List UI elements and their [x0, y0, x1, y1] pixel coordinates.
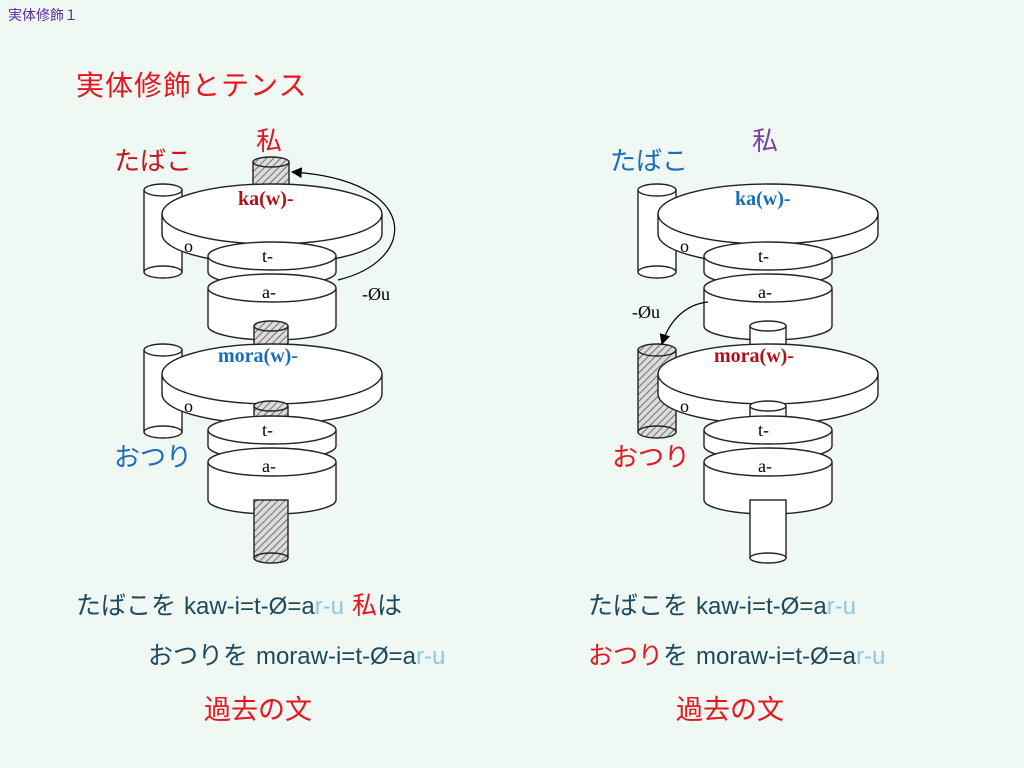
right-a-top: a- — [758, 282, 772, 302]
left-object-bottom: おつり — [114, 443, 192, 472]
left-s2-lat-b: r-u — [416, 643, 446, 670]
left-s2-jp: おつりを — [148, 641, 249, 670]
right-s1-jp: たばこを — [588, 591, 689, 620]
right-s1-lat-b: r-u — [826, 593, 857, 620]
right-sentence-1: たばこを kaw-i=t-Ø=ar-u — [588, 586, 856, 622]
right-s2-jp: を — [663, 641, 689, 670]
left-top-axle — [252, 156, 290, 187]
left-past-label: 過去の文 — [204, 695, 312, 726]
right-bottom-axle — [749, 499, 787, 564]
right-s2-lat-a: moraw-i=t-Ø=a — [695, 643, 857, 670]
left-a-bottom: a- — [262, 456, 276, 476]
left-disc-a-bottom — [207, 447, 337, 515]
right-object-top: たばこ — [610, 147, 688, 176]
left-object-top: たばこ — [114, 147, 192, 176]
right-verb-top: ka(w)- — [735, 188, 791, 210]
right-o-bottom: o — [680, 396, 689, 416]
left-subject: 私 — [256, 127, 282, 156]
right-past-label: 過去の文 — [676, 695, 784, 726]
left-sentence-1: たばこを kaw-i=t-Ø=ar-u 私は — [76, 586, 402, 622]
right-a-bottom: a- — [758, 456, 772, 476]
slide-title: 実体修飾とテンス — [76, 69, 308, 102]
left-o-top: o — [184, 236, 193, 256]
corner-label: 実体修飾１ — [8, 8, 78, 24]
left-verb-bottom: mora(w)- — [218, 345, 298, 367]
right-o-top: o — [680, 236, 689, 256]
right-disc-a-top — [703, 273, 833, 341]
left-o-bottom: o — [184, 396, 193, 416]
left-s1-lat-a: kaw-i=t-Ø=a — [183, 593, 315, 620]
left-bottom-axle — [253, 499, 289, 564]
right-null-u-arrow — [659, 301, 709, 346]
left-verb-top: ka(w)- — [238, 188, 294, 210]
left-s1-lat-b: r-u — [314, 593, 345, 620]
right-s2-lat-b: r-u — [856, 643, 886, 670]
right-verb-bottom: mora(w)- — [714, 345, 794, 367]
right-s2-head: おつり — [588, 641, 664, 670]
right-subject: 私 — [752, 127, 778, 156]
right-t-top: t- — [758, 246, 769, 266]
left-disc-moraw — [161, 343, 383, 425]
left-a-top: a- — [262, 282, 276, 302]
left-t-bottom: t- — [262, 420, 273, 440]
right-null-u: -Øu — [632, 302, 660, 322]
left-sentence-2: おつりを moraw-i=t-Ø=ar-u — [148, 636, 445, 672]
left-s1-jp: たばこを — [76, 591, 177, 620]
left-s1-topic: は — [377, 591, 403, 620]
right-s1-lat-a: kaw-i=t-Ø=a — [695, 593, 827, 620]
left-t-top: t- — [262, 246, 273, 266]
left-null-u-arrow — [290, 167, 396, 281]
right-object-bottom: おつり — [612, 443, 690, 472]
right-t-bottom: t- — [758, 420, 769, 440]
left-disc-a-top — [207, 273, 337, 341]
left-null-u: -Øu — [362, 284, 390, 304]
right-disc-a-bottom — [703, 447, 833, 515]
left-diagram — [143, 156, 396, 564]
left-s1-subject: 私 — [351, 591, 377, 620]
right-diagram — [637, 183, 879, 564]
right-sentence-2: おつりを moraw-i=t-Ø=ar-u — [588, 636, 885, 672]
right-disc-moraw — [657, 343, 879, 425]
left-s2-lat-a: moraw-i=t-Ø=a — [255, 643, 417, 670]
